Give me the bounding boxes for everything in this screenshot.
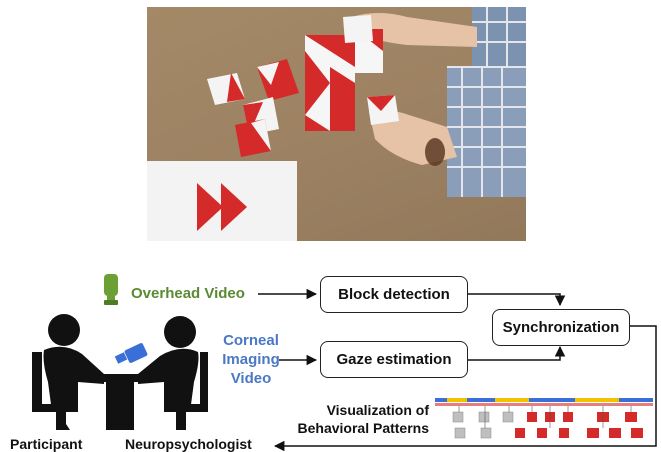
behavioral-timeline-thumbnail (435, 398, 653, 439)
visualization-line-2: Behavioral Patterns (297, 420, 430, 436)
gaze-estimation-label: Gaze estimation (336, 351, 452, 368)
block-detection-label: Block detection (338, 286, 450, 303)
neuropsychologist-label: Neuropsychologist (125, 436, 252, 452)
target-pattern (197, 183, 247, 231)
overhead-camera-icon (104, 274, 118, 305)
corneal-line-3: Video (230, 370, 272, 387)
block-detection-box: Block detection (320, 276, 468, 313)
people-at-table-icon (32, 314, 208, 430)
synchronization-label: Synchronization (502, 319, 620, 336)
corneal-line-1: Corneal (223, 332, 279, 349)
overhead-video-label: Overhead Video (131, 285, 245, 302)
visualization-line-1: Visualization of (326, 402, 429, 418)
blocks (207, 15, 399, 157)
block-task-scene (147, 7, 526, 241)
sleeve (447, 7, 526, 197)
eye-tracker-icon (114, 343, 148, 364)
corneal-imaging-video-label: Corneal Imaging Video (214, 331, 288, 388)
synchronization-box: Synchronization (492, 309, 630, 346)
visualization-label: Visualization of Behavioral Patterns (283, 401, 430, 437)
overhead-video-frame (147, 7, 526, 241)
gaze-estimation-box: Gaze estimation (320, 341, 468, 378)
participant-label: Participant (10, 436, 83, 452)
corneal-line-2: Imaging (222, 351, 280, 368)
